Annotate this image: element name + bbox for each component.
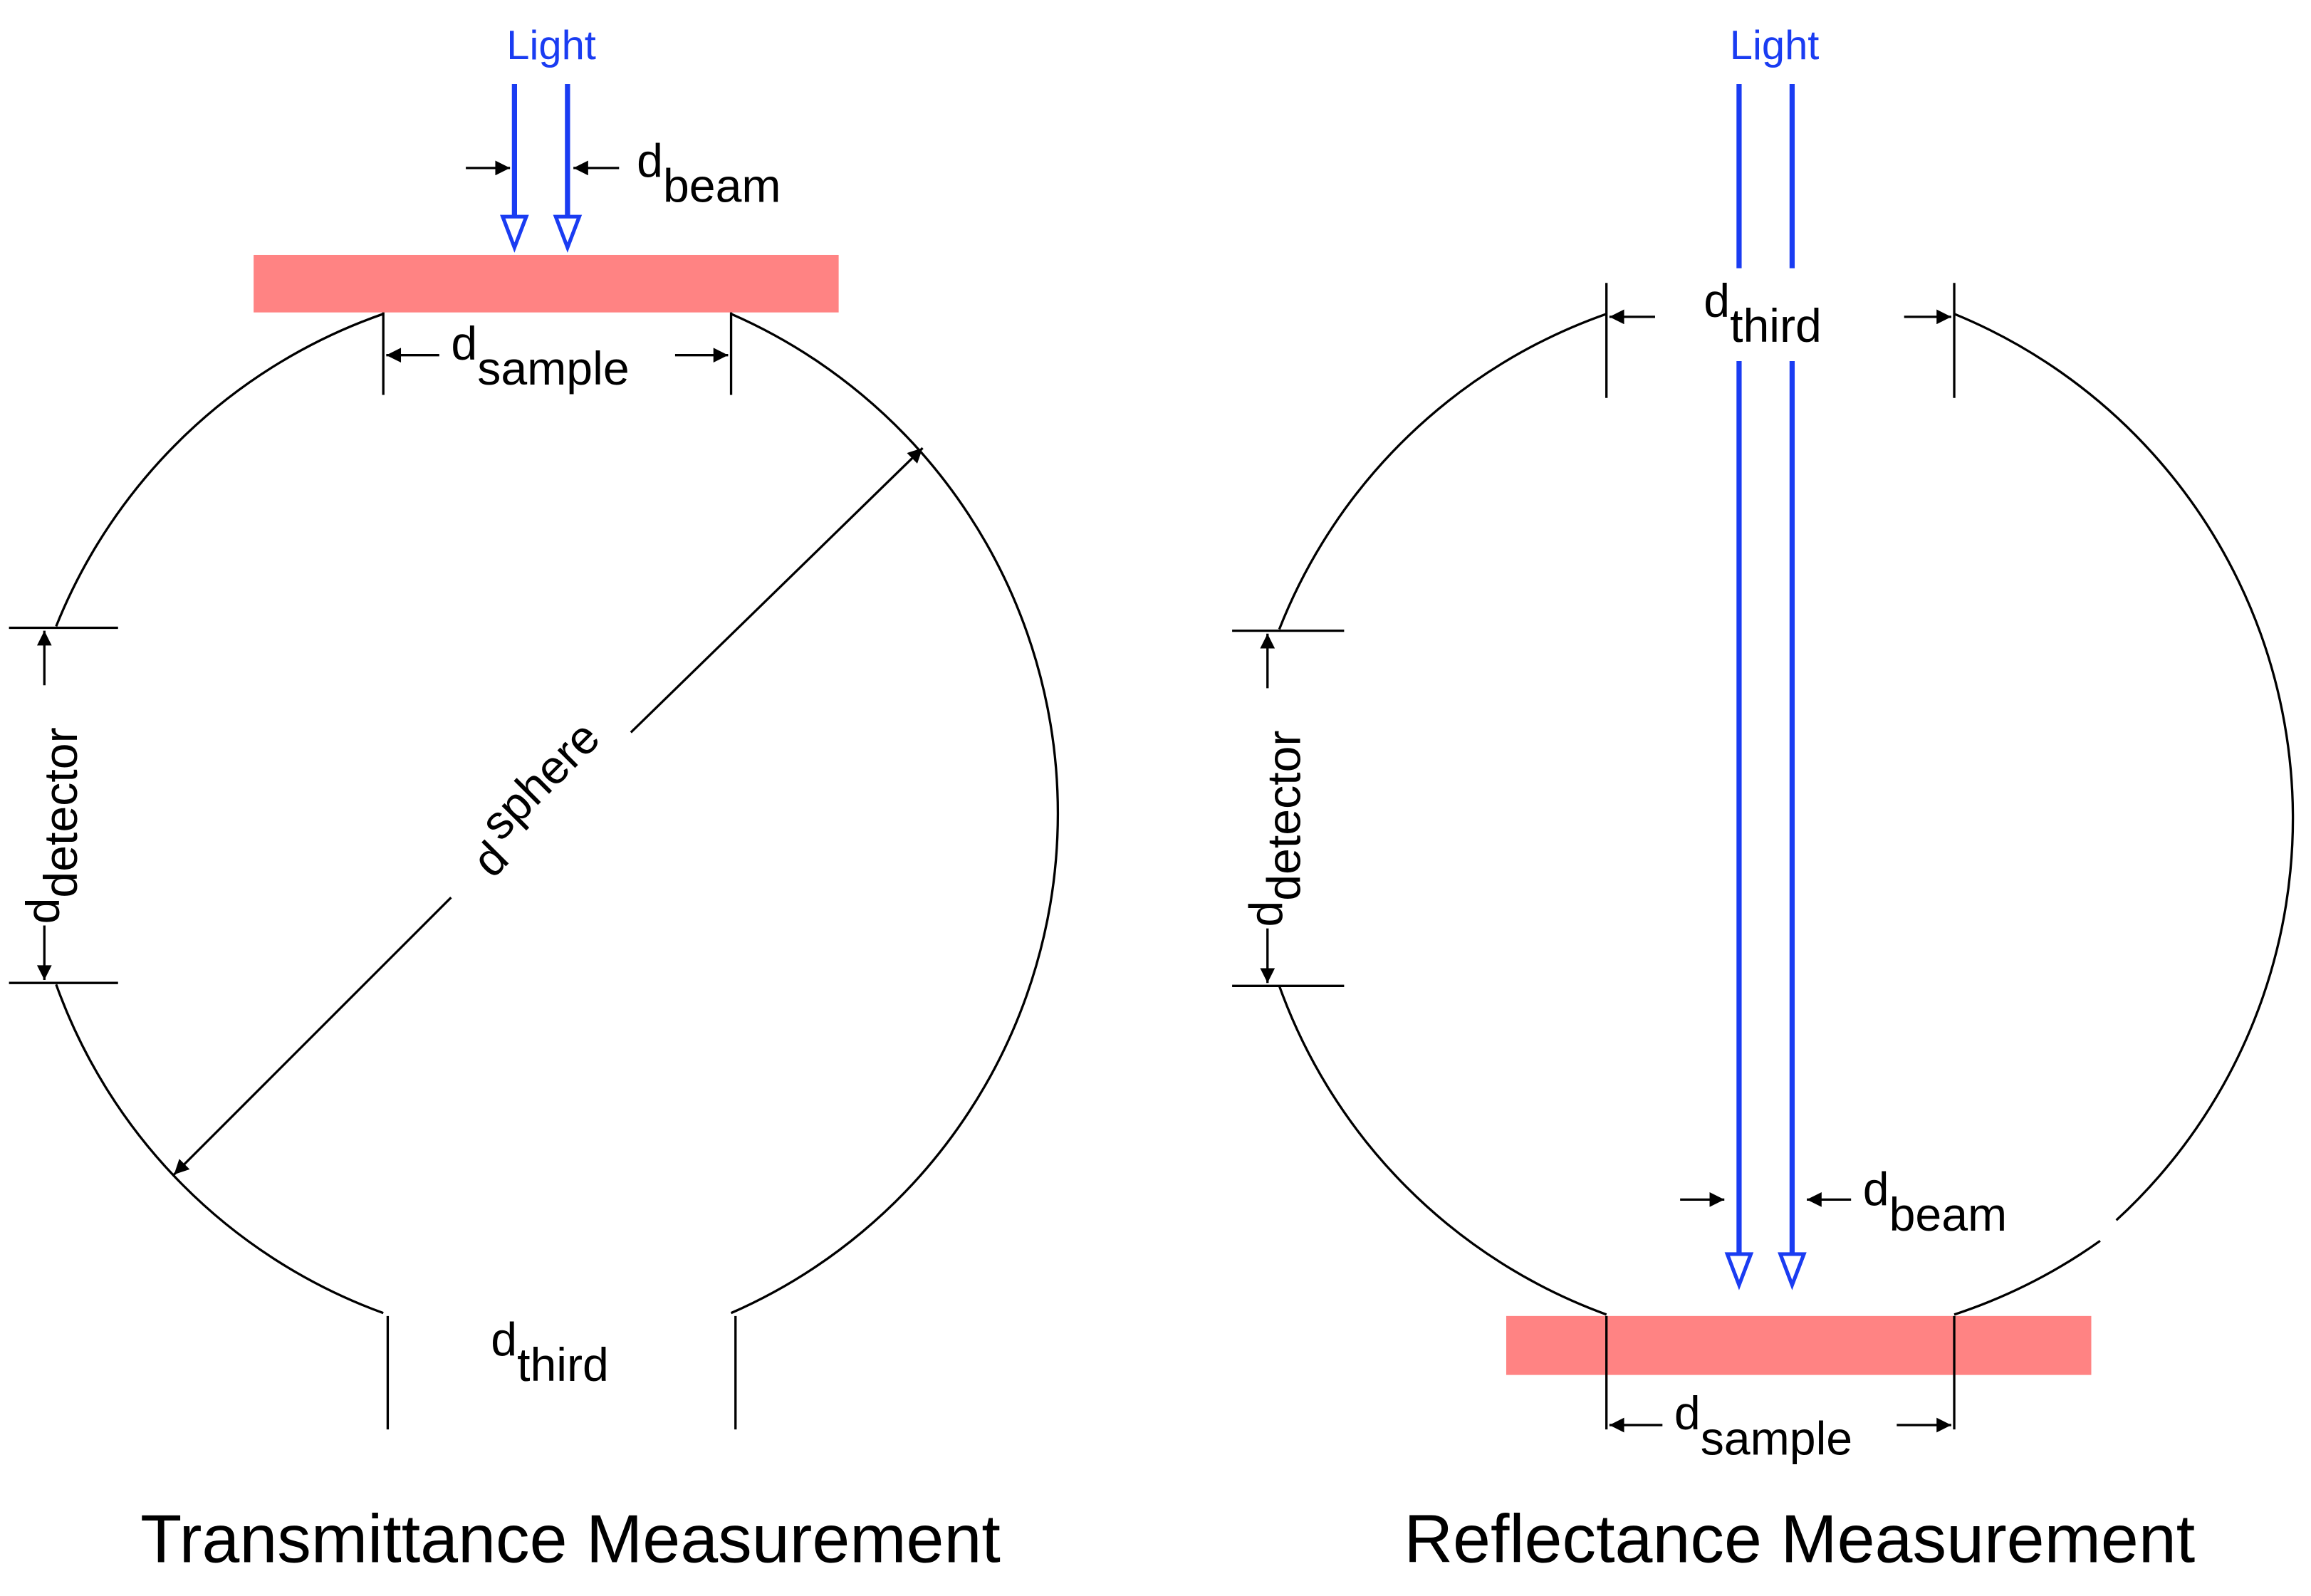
reflectance-light-beam bbox=[1724, 83, 1807, 1290]
transmittance-beam-label: dbeam bbox=[637, 135, 781, 212]
reflectance-third-label: dthird bbox=[1704, 275, 1822, 353]
reflectance-sphere-outline bbox=[1278, 313, 2295, 1316]
reflectance-sample-dimension bbox=[1605, 1315, 1956, 1433]
transmittance-sample-label: dsample bbox=[451, 318, 629, 395]
transmittance-third-port bbox=[386, 1315, 737, 1430]
transmittance-panel: Light dbeam dsample dsphere ddetecto bbox=[9, 23, 1059, 1577]
transmittance-light-beam bbox=[500, 83, 583, 253]
transmittance-third-label: dthird bbox=[491, 1314, 609, 1392]
reflectance-title: Reflectance Measurement bbox=[1404, 1501, 2195, 1577]
transmittance-sphere-label: dsphere bbox=[448, 711, 625, 887]
transmittance-detector-label: ddetector bbox=[17, 727, 88, 924]
transmittance-title: Transmittance Measurement bbox=[140, 1501, 1001, 1577]
reflectance-panel: Light dthird ddetector dbeam bbox=[1232, 23, 2295, 1577]
reflectance-sample-bar bbox=[1506, 1315, 2092, 1375]
reflectance-detector-label: ddetector bbox=[1240, 731, 1310, 927]
reflectance-light-label: Light bbox=[1730, 23, 1820, 68]
transmittance-sphere-dimension bbox=[173, 447, 924, 1176]
reflectance-detector-dimension bbox=[1232, 629, 1345, 987]
transmittance-sample-dimension bbox=[382, 312, 733, 395]
reflectance-beam-label: dbeam bbox=[1863, 1164, 2007, 1241]
transmittance-sphere-outline bbox=[55, 313, 1059, 1315]
transmittance-detector-dimension bbox=[9, 626, 118, 984]
reflectance-third-dimension bbox=[1605, 283, 1956, 398]
transmittance-light-label: Light bbox=[506, 23, 596, 68]
transmittance-sample-bar bbox=[254, 254, 839, 313]
reflectance-sample-label: dsample bbox=[1674, 1387, 1852, 1465]
